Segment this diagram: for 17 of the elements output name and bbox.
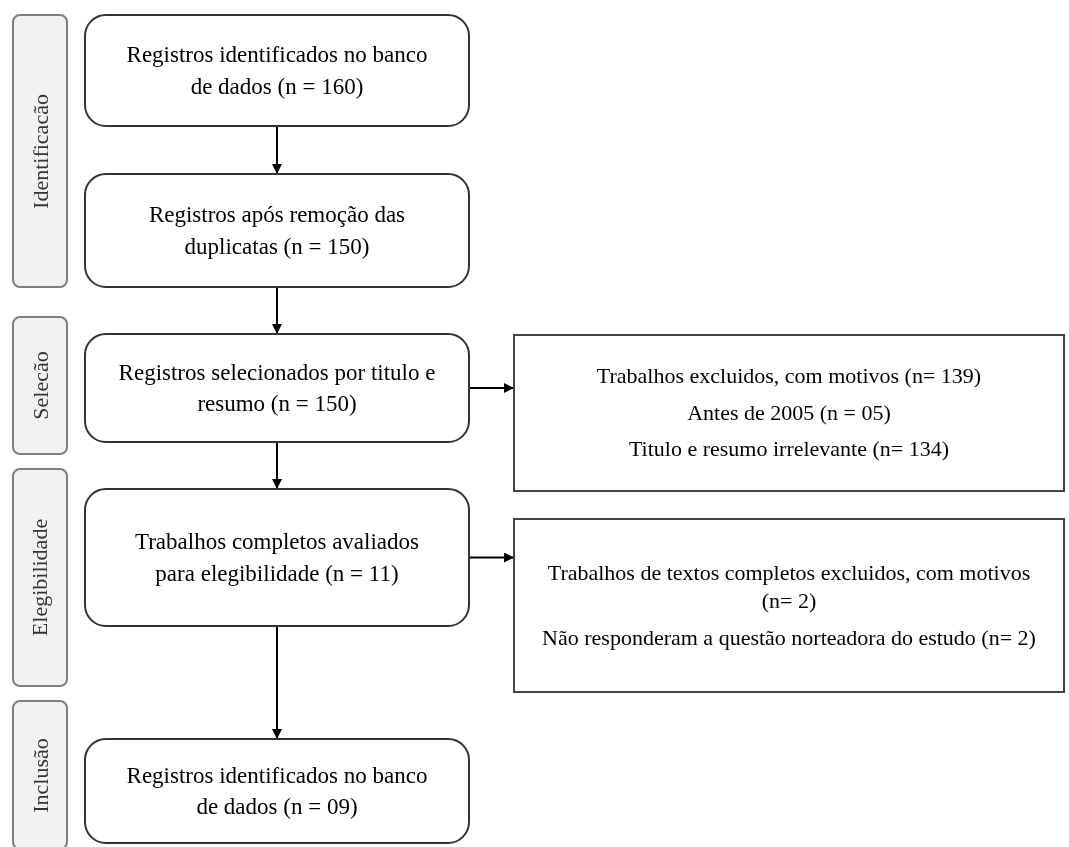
process-box: Registros identificados no banco de dados (n = 160) bbox=[84, 14, 470, 127]
phase-label: Identificacão bbox=[12, 14, 68, 288]
exclusion-box: Trabalhos de textos completos excluidos, com motivos (n= 2) Não responderam a questão norteadora do estudo (n= 2) bbox=[513, 518, 1065, 693]
process-box: Registros selecionados por titulo e resumo (n = 150) bbox=[84, 333, 470, 443]
process-box: Registros após remoção das duplicatas (n = 150) bbox=[84, 173, 470, 288]
process-box: Trabalhos completos avaliados para elegibilidade (n = 11) bbox=[84, 488, 470, 627]
arrow bbox=[272, 126, 282, 174]
phase-label: Inclusão bbox=[12, 700, 68, 847]
arrow bbox=[272, 442, 282, 489]
phase-label: Selecão bbox=[12, 316, 68, 455]
phase-label: Elegibilidade bbox=[12, 468, 68, 687]
process-box: Registros identificados no banco de dados (n = 09) bbox=[84, 738, 470, 844]
arrow bbox=[469, 383, 514, 393]
arrow bbox=[272, 626, 282, 739]
exclusion-box: Trabalhos excluidos, com motivos (n= 139) Antes de 2005 (n = 05) Titulo e resumo irrelevante (n= 134) bbox=[513, 334, 1065, 492]
arrow bbox=[272, 287, 282, 334]
arrow bbox=[469, 552, 514, 563]
